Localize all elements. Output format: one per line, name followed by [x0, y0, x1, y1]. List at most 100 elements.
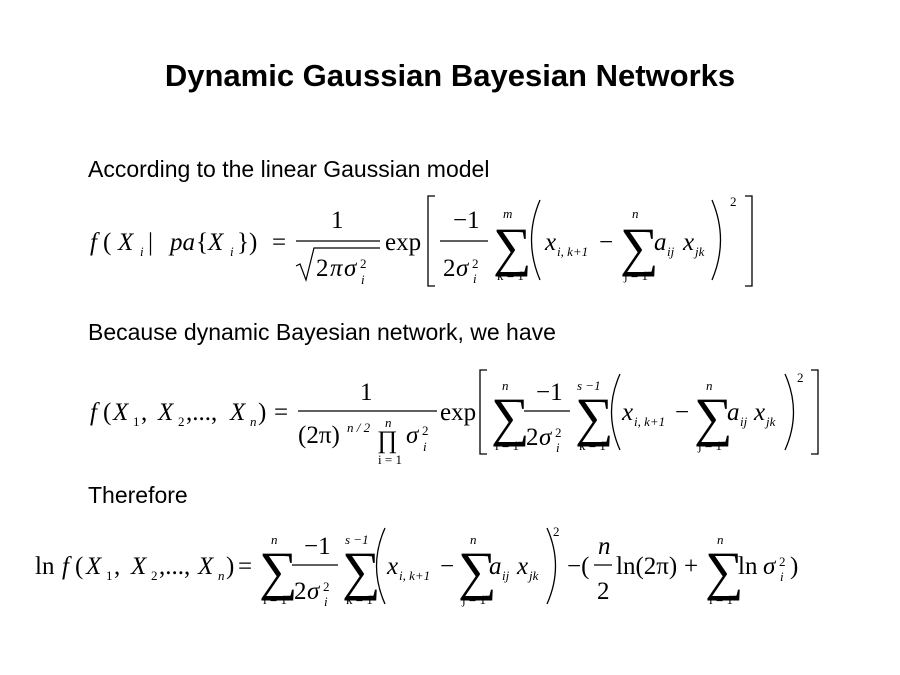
svg-text:(: ( — [103, 399, 111, 426]
svg-text:2: 2 — [779, 554, 786, 569]
svg-text:k = 1: k = 1 — [579, 438, 606, 453]
svg-text:j = 1: j = 1 — [623, 268, 648, 283]
svg-text:f: f — [90, 229, 100, 256]
svg-text:∑: ∑ — [493, 217, 532, 277]
svg-text:−: − — [675, 399, 689, 426]
svg-text:x: x — [682, 229, 694, 256]
svg-text:−1: −1 — [536, 379, 563, 406]
svg-text:x: x — [544, 229, 556, 256]
svg-text:jk: jk — [693, 244, 705, 259]
svg-text:2: 2 — [316, 255, 329, 282]
svg-text:i: i — [140, 244, 144, 259]
svg-text:2: 2 — [553, 524, 560, 539]
svg-text:i: i — [780, 569, 784, 584]
svg-text:n: n — [717, 532, 724, 547]
svg-text:1: 1 — [133, 414, 140, 429]
svg-text:ln(2π): ln(2π) — [616, 553, 677, 580]
svg-text:=: = — [274, 399, 288, 426]
svg-text:x: x — [621, 399, 633, 426]
svg-text:f: f — [62, 553, 72, 580]
svg-text:i: i — [230, 244, 234, 259]
equation-linear-gaussian: f ( X i | pa { X i }) = 1 2 π σ 2 i exp … — [90, 194, 753, 287]
svg-text:ij: ij — [740, 414, 748, 429]
svg-text:X: X — [197, 553, 215, 580]
svg-text:i: i — [324, 594, 328, 609]
svg-text:n: n — [632, 206, 639, 221]
svg-text:∑: ∑ — [458, 541, 497, 601]
svg-text:−: − — [440, 553, 454, 580]
svg-text:j = 1: j = 1 — [461, 592, 486, 607]
svg-text:ln: ln — [738, 553, 758, 580]
svg-text:a: a — [489, 553, 502, 580]
svg-text:x: x — [516, 553, 528, 580]
svg-text:2: 2 — [443, 255, 456, 282]
svg-text:∑: ∑ — [259, 541, 298, 601]
svg-text:x: x — [386, 553, 398, 580]
svg-text:σ: σ — [344, 255, 358, 282]
svg-text:j = 1: j = 1 — [697, 438, 722, 453]
svg-text:X: X — [85, 553, 103, 580]
svg-text:i: i — [423, 439, 427, 454]
svg-text:n / 2: n / 2 — [347, 420, 371, 435]
svg-text:+: + — [684, 553, 698, 580]
svg-text:2: 2 — [797, 370, 804, 385]
paragraph-linear-gaussian: According to the linear Gaussian model — [88, 156, 490, 182]
svg-text:−1: −1 — [304, 533, 331, 560]
svg-text:n: n — [470, 532, 477, 547]
svg-text:2: 2 — [597, 578, 610, 605]
svg-text:σ: σ — [539, 424, 553, 451]
svg-text:,...,: ,..., — [186, 399, 217, 426]
svg-text:,...,: ,..., — [159, 553, 190, 580]
svg-text:2: 2 — [294, 578, 307, 605]
svg-text:pa: pa — [168, 229, 195, 256]
svg-text:2: 2 — [151, 568, 158, 583]
svg-text:=: = — [238, 553, 252, 580]
svg-text:exp: exp — [440, 399, 476, 426]
svg-text:{: { — [196, 229, 208, 256]
svg-text:i = 1: i = 1 — [263, 592, 287, 607]
paragraph-dynamic-bn: Because dynamic Bayesian network, we hav… — [88, 319, 556, 345]
svg-text:n: n — [706, 378, 713, 393]
svg-text:2: 2 — [178, 414, 185, 429]
svg-text:,: , — [114, 553, 120, 580]
svg-text:i, k+1: i, k+1 — [557, 244, 588, 259]
svg-text:,: , — [141, 399, 147, 426]
svg-text:n: n — [385, 415, 392, 430]
svg-text:2: 2 — [526, 424, 539, 451]
svg-text:ij: ij — [667, 244, 675, 259]
svg-text:i: i — [473, 271, 477, 286]
svg-text:jk: jk — [764, 414, 776, 429]
svg-text:): ) — [226, 553, 234, 580]
svg-text:i, k+1: i, k+1 — [634, 414, 665, 429]
svg-text:(: ( — [75, 553, 83, 580]
svg-text:ij: ij — [502, 568, 510, 583]
svg-text:exp: exp — [385, 229, 421, 256]
svg-text:2: 2 — [422, 423, 429, 438]
svg-text:n: n — [502, 378, 509, 393]
svg-text:=: = — [272, 229, 286, 256]
svg-text:m: m — [503, 206, 512, 221]
svg-text:∑: ∑ — [705, 541, 744, 601]
svg-text:i: i — [556, 440, 560, 455]
svg-text:|: | — [148, 229, 153, 256]
svg-text:2: 2 — [472, 256, 479, 271]
svg-text:n: n — [218, 568, 225, 583]
svg-text:σ: σ — [406, 422, 420, 449]
svg-text:∑: ∑ — [491, 387, 530, 447]
svg-text:σ: σ — [456, 255, 470, 282]
svg-text:i: i — [361, 272, 365, 287]
svg-text:i = 1: i = 1 — [709, 592, 733, 607]
paragraph-therefore: Therefore — [88, 482, 188, 508]
svg-text:σ: σ — [307, 578, 321, 605]
svg-text:2: 2 — [323, 579, 330, 594]
svg-text:f: f — [90, 399, 100, 426]
slide-title: Dynamic Gaussian Bayesian Networks — [164, 58, 736, 93]
svg-text:a: a — [727, 399, 740, 426]
svg-text:∏: ∏ — [377, 427, 398, 454]
equation-dynamic-joint: f ( X 1 , X 2 ,..., X n ) = 1 (2π) n / 2… — [90, 369, 819, 467]
svg-text:2: 2 — [360, 256, 367, 271]
svg-text:X: X — [112, 399, 130, 426]
svg-text:n: n — [598, 533, 611, 560]
svg-text:σ: σ — [763, 553, 777, 580]
svg-text:k = 1: k = 1 — [346, 592, 373, 607]
